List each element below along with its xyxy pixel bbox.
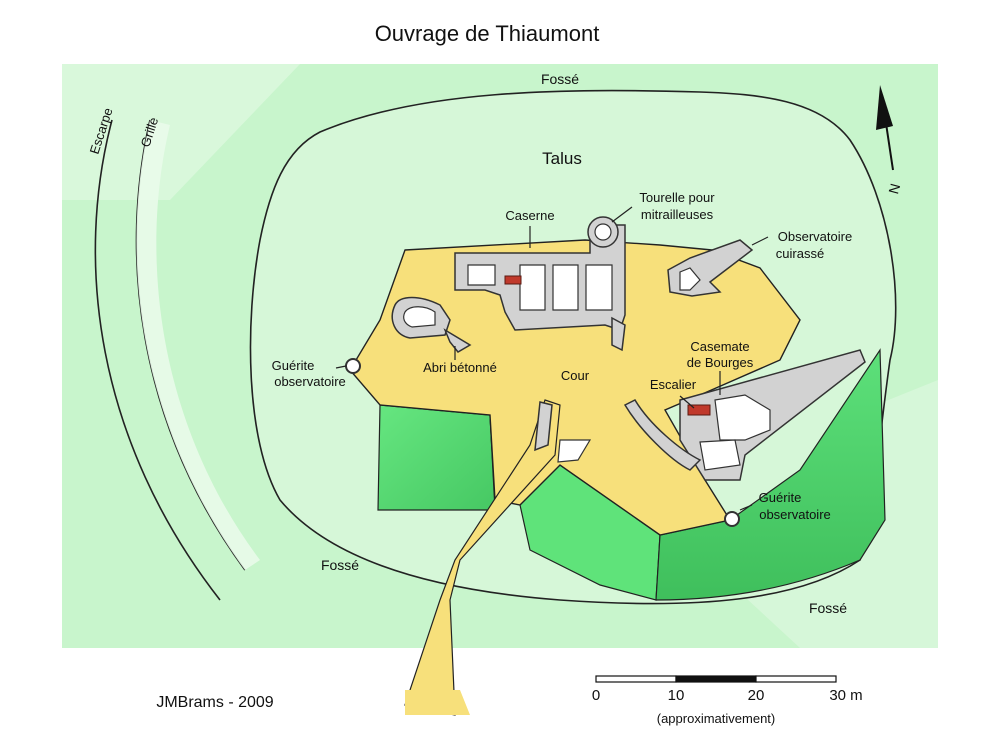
label-fosse-top: Fossé [541,71,579,87]
leader-guerite-left [335,365,347,369]
label-observatoire-2: cuirassé [776,246,824,261]
access-road-lower [405,690,470,715]
road-gate [557,439,592,463]
label-fosse-right: Fossé [809,600,847,616]
label-guerite-left-1: Guérite [272,358,315,373]
label-casemate-2: de Bourges [687,355,754,370]
guerite-observatoire-right [724,511,740,527]
scale-segment [675,675,757,683]
leader-observatoire [751,236,769,246]
ditch-left [377,404,496,511]
label-observatoire-1: Observatoire [778,229,852,244]
grille-inner-band [136,120,260,570]
scale-note: (approximativement) [657,711,776,726]
guerite-observatoire-left [345,358,361,374]
scale-tick-0: 0 [592,687,600,704]
label-casemate-1: Casemate [690,339,749,354]
abri-core [403,306,436,328]
caserne-rooms [552,264,579,311]
diagram-title: Ouvrage de Thiaumont [375,21,600,46]
label-guerite-right-1: Guérite [759,490,802,505]
scale-segment [595,675,677,683]
label-guerite-right-2: observatoire [759,507,831,522]
caserne-rooms [467,264,496,286]
ditch-right [655,348,886,601]
label-caserne: Caserne [505,208,554,223]
glacis-light-band [62,64,300,200]
label-guerite-left-2: observatoire [274,374,346,389]
leader-escalier [679,395,695,409]
casemate-rooms [714,394,771,441]
road-wall [534,401,553,452]
casemate-rooms [699,439,741,471]
label-tourelle-2: mitrailleuses [641,207,714,222]
north-arrow-icon [876,85,893,130]
caserne-stairs [504,275,522,285]
escalier-stairs [687,404,711,416]
scale-tick-30: 30 m [829,687,862,704]
label-abri: Abri bétonné [423,360,497,375]
abri-tail [443,328,472,353]
caserne-rooms [519,264,546,311]
casemate-curved-wall [623,399,702,471]
scale-tick-10: 10 [668,687,685,704]
scale-bar: 0 10 20 30 m (approximativement) [592,675,863,726]
label-talus: Talus [542,149,582,168]
credit: JMBrams - 2009 [156,694,273,711]
north-arrow: N [876,85,903,196]
observatoire-core [679,267,701,291]
label-escalier: Escalier [650,377,697,392]
leader-guerite-right [739,504,753,511]
scale-segment [755,675,837,683]
leader-tourelle [611,206,633,223]
tourelle-core [594,223,612,241]
escarpe-line [94,119,221,601]
caserne-rooms [585,264,613,311]
label-cour: Cour [561,368,590,383]
north-label: N [885,182,903,196]
label-fosse-left: Fossé [321,557,359,573]
scale-tick-20: 20 [748,687,765,704]
label-tourelle-1: Tourelle pour [639,190,715,205]
caserne-corridor [611,316,626,352]
